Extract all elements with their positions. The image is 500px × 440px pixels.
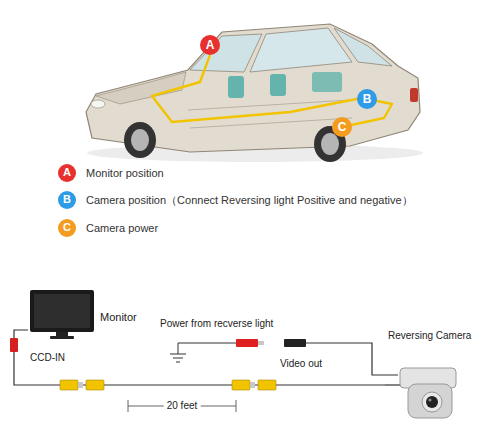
legend-text: Camera power (86, 222, 158, 234)
rca-plug (232, 380, 250, 390)
power-wire (178, 343, 236, 354)
rca-plug (60, 380, 78, 390)
power-plug (236, 339, 306, 347)
power-plug (258, 341, 264, 345)
swatch-letter: A (63, 166, 71, 179)
camera-figure (385, 368, 456, 418)
camera-figure (422, 392, 442, 412)
car-illustration (190, 34, 262, 72)
legend-row: Camera position（Connect Reversing light … (58, 191, 413, 209)
car-illustration (321, 133, 339, 155)
car-illustration (152, 55, 392, 127)
rca-plug (10, 338, 18, 352)
signal-name: Video out (280, 358, 322, 370)
dimension-line (128, 400, 236, 412)
position-marker: A (200, 35, 220, 55)
car-illustration (270, 74, 286, 96)
car-illustration (312, 72, 342, 92)
device-label: Monitor (100, 311, 141, 324)
camera-figure (385, 384, 402, 385)
legend-text: Monitor position (86, 167, 164, 179)
monitor-figure (56, 332, 68, 336)
power-plug (236, 339, 258, 347)
camera-figure (426, 396, 438, 408)
power-wire (170, 343, 398, 375)
marker-letter: C (338, 120, 347, 134)
wire-note: Power from recverse light (160, 318, 273, 330)
car-illustration (334, 28, 392, 66)
dimension-line (128, 400, 236, 412)
swatch-letter: B (63, 193, 71, 206)
legend-text: Camera position（Connect Reversing light … (86, 193, 413, 208)
marker-letter: B (363, 92, 372, 106)
signal-name: CCD-IN (30, 352, 65, 364)
car-illustration (250, 28, 352, 72)
video-cable (14, 330, 385, 385)
camera-figure (408, 384, 452, 418)
rca-plug (78, 382, 83, 388)
rca-plug (258, 380, 276, 390)
car-illustration (86, 24, 420, 152)
power-wire (170, 354, 186, 362)
device-figure: Monitor (28, 290, 141, 340)
power-plug (284, 339, 306, 347)
rca-plug (86, 380, 104, 390)
device-label: Reversing Camera (388, 330, 476, 342)
legend-row: Monitor position (58, 164, 164, 182)
camera-figure (428, 398, 431, 401)
car-illustration (91, 100, 105, 108)
legend-row: Camera power (58, 219, 158, 237)
rca-plug (250, 382, 255, 388)
car-illustration (124, 122, 156, 158)
position-marker: C (332, 117, 352, 137)
monitor-figure (30, 290, 94, 339)
device-figure: Reversing Camera (385, 328, 476, 423)
car-illustration (228, 76, 244, 98)
car-illustration (410, 88, 418, 102)
swatch-letter: C (63, 221, 71, 234)
monitor-figure (34, 294, 90, 328)
marker-letter: A (206, 38, 215, 52)
car-illustration (131, 129, 149, 151)
monitor-figure (50, 336, 74, 339)
car-illustration (86, 24, 423, 162)
dimension: 20 feet (164, 400, 201, 412)
monitor-figure (30, 290, 94, 332)
rca-plug (10, 338, 276, 390)
car-illustration (96, 72, 186, 104)
position-marker: B (357, 89, 377, 109)
